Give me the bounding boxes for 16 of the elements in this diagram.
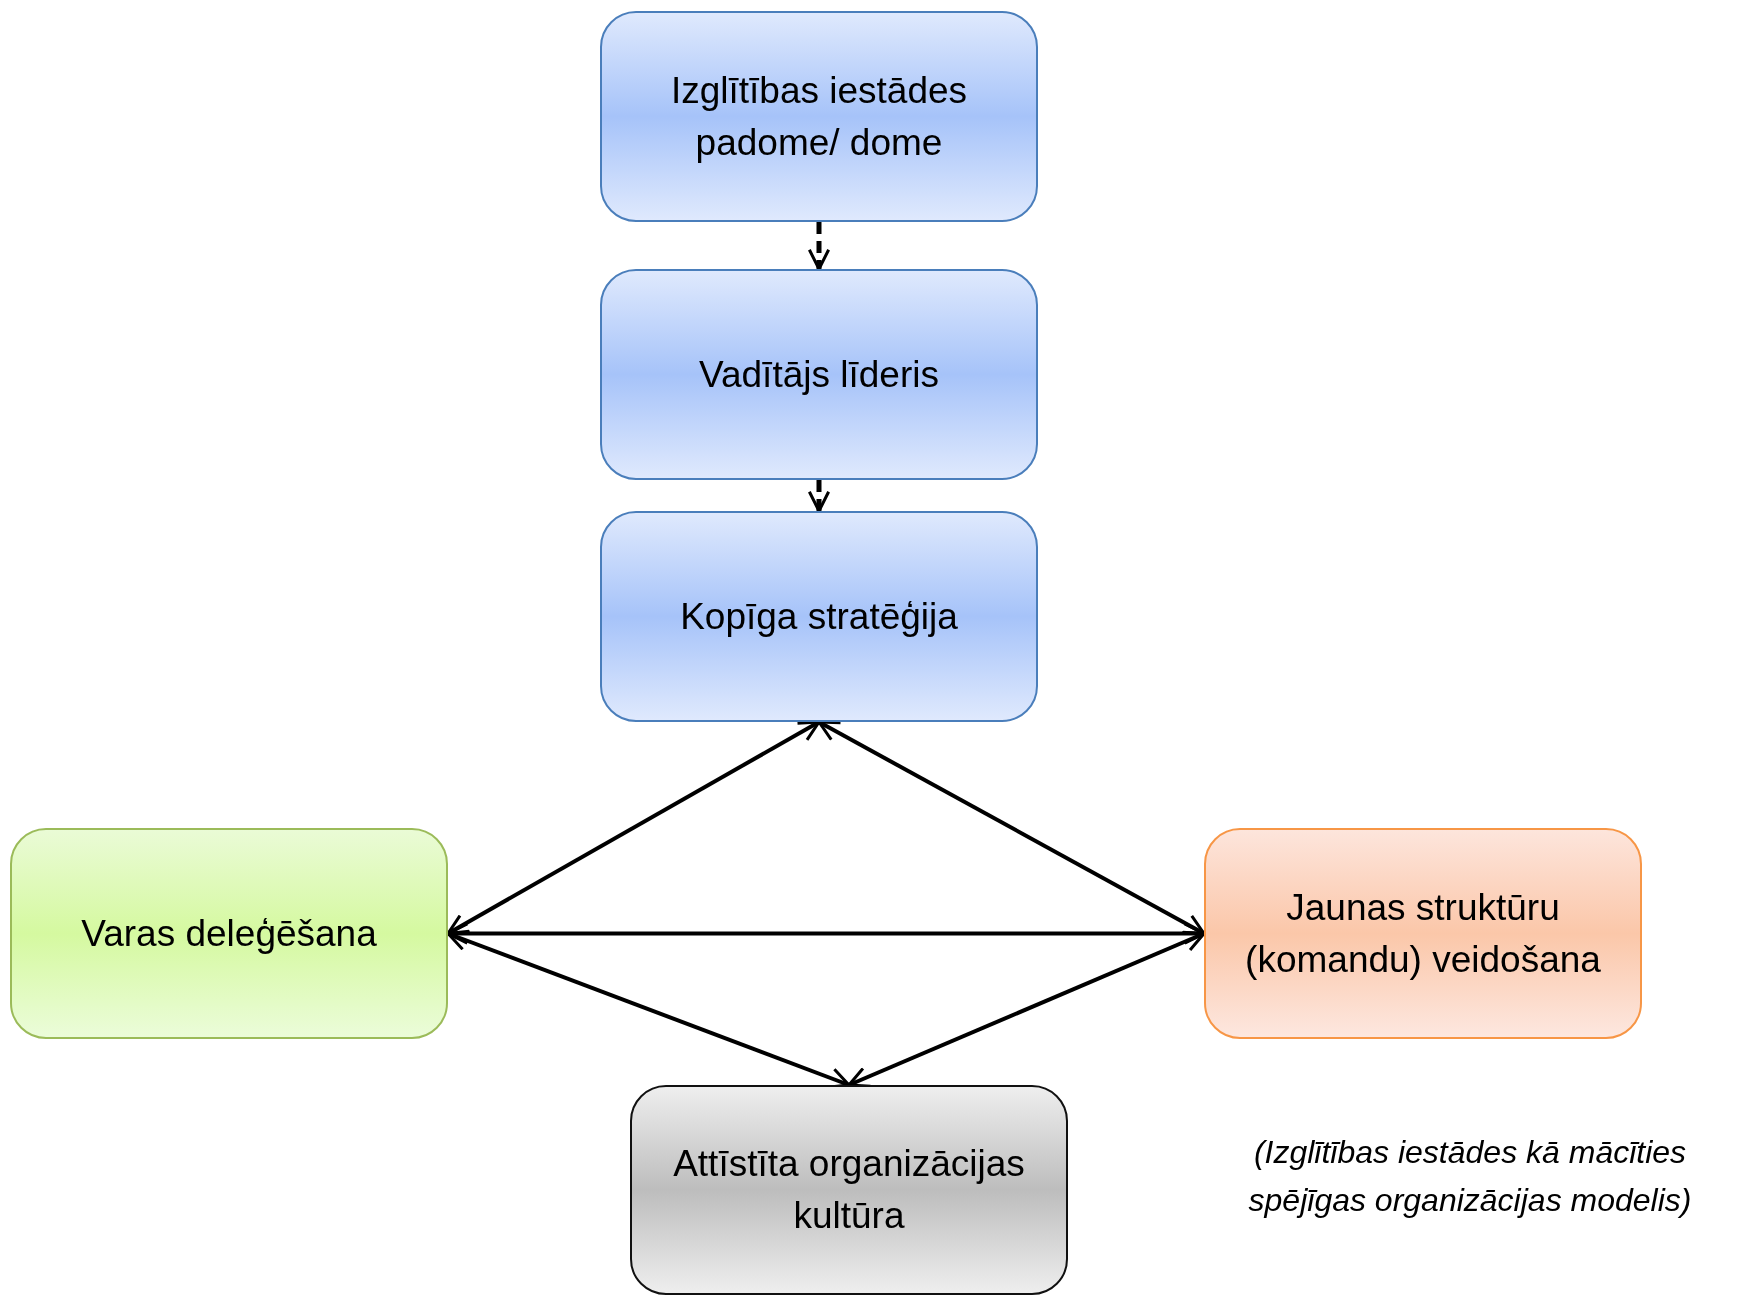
box-label: Izglītības iestādes padome/ dome <box>669 68 969 165</box>
process-box <box>630 1085 1068 1295</box>
process-box <box>600 511 1038 722</box>
box-label: Varas deleģēšana <box>81 911 377 956</box>
box-label: Vadītājs līderis <box>699 352 939 397</box>
process-box <box>1204 828 1642 1039</box>
arrow <box>807 222 831 271</box>
process-box <box>10 828 448 1039</box>
arrow <box>847 930 1206 1088</box>
box-label: Kopīga stratēģija <box>680 594 958 639</box>
box-label: Jaunas struktūru (komandu) veidošana <box>1244 885 1602 982</box>
caption-note: (Izglītības iestādes kā mācīties spējīgas organizācijas modelis) <box>1247 1133 1693 1220</box>
process-box <box>600 11 1038 222</box>
arrow <box>807 480 831 513</box>
process-box <box>600 269 1038 480</box>
box-label: Attīstīta organizācijas kultūra <box>672 1142 1026 1238</box>
